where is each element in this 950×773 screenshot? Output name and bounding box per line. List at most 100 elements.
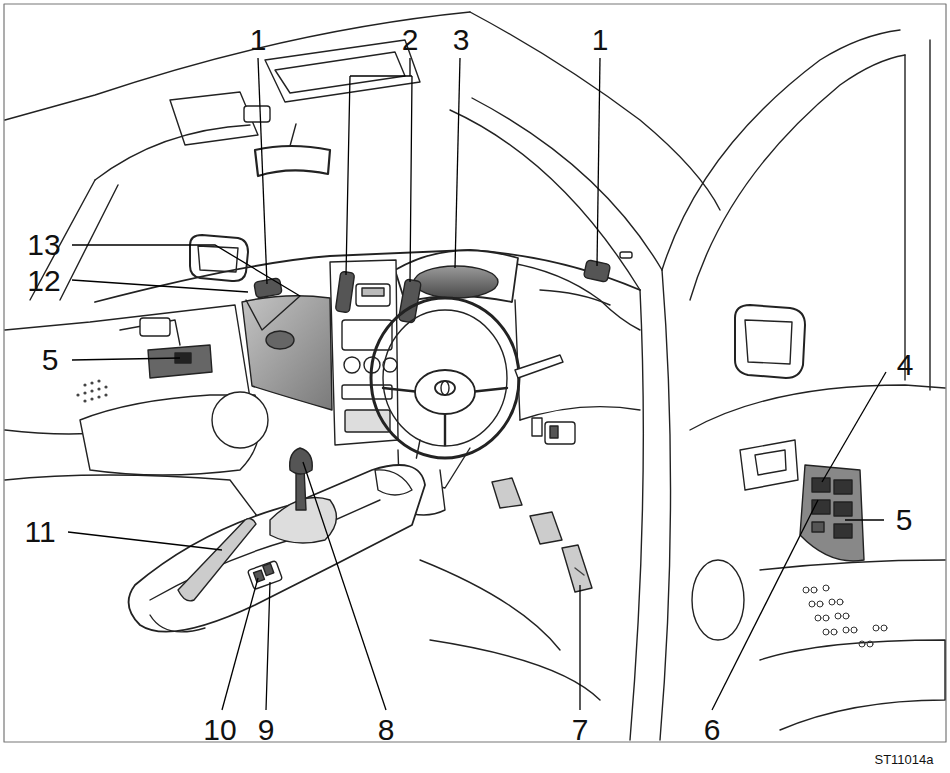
- dashboard-line: [540, 290, 610, 305]
- figure-code: ST11014a: [874, 753, 933, 766]
- callout-number: 2: [402, 25, 419, 55]
- seat-heater-switch: [247, 560, 282, 589]
- leader-line: [258, 58, 267, 284]
- cup-holder: [375, 470, 412, 495]
- leader-line: [822, 372, 886, 482]
- speaker: [692, 560, 744, 640]
- door-opening: [660, 270, 671, 740]
- callout-number: 3: [453, 25, 470, 55]
- pedal: [492, 478, 522, 508]
- airbag-seam: [246, 296, 300, 330]
- window-lock-switch: [812, 522, 824, 532]
- pedal: [562, 545, 592, 592]
- speaker: [212, 392, 268, 448]
- pedal: [530, 512, 562, 544]
- climate-dial: [344, 357, 360, 373]
- air-vent: [254, 278, 282, 298]
- steering-wheel: [371, 298, 519, 458]
- callout-number: 1: [250, 25, 267, 55]
- window-switch: [834, 502, 852, 516]
- leader-line: [303, 462, 386, 710]
- speaker-grille: [803, 585, 887, 647]
- window-switch: [148, 345, 212, 378]
- door-handle-recess: [755, 450, 786, 475]
- door-frame: [662, 30, 900, 270]
- leader-line: [68, 532, 222, 550]
- mirror-stem: [290, 124, 296, 146]
- dashboard-line: [505, 262, 640, 330]
- power-window-panel: [800, 465, 864, 561]
- door-armrest: [760, 560, 945, 570]
- figure-frame: [4, 4, 946, 742]
- center-console: [129, 465, 425, 632]
- dash-sensor: [620, 252, 632, 258]
- callout-number: 1: [592, 25, 609, 55]
- callout-number: 13: [27, 230, 60, 260]
- leader-line: [72, 245, 300, 296]
- leader-line: [712, 500, 818, 710]
- switch-button: [254, 570, 265, 582]
- door-frame: [904, 55, 905, 380]
- window-switch: [834, 524, 852, 538]
- inner-door-handle: [140, 318, 170, 336]
- roof-edge: [470, 12, 720, 210]
- door-sill: [5, 475, 260, 520]
- windshield-edge: [95, 125, 250, 180]
- rear-view-mirror: [255, 146, 330, 176]
- side-mirror: [190, 235, 248, 281]
- glove-box-handle: [266, 331, 294, 349]
- leader-line: [579, 585, 580, 710]
- steering-wheel-inner: [383, 310, 507, 446]
- floor-line: [420, 560, 560, 650]
- switch-button: [263, 563, 274, 575]
- leader-line: [72, 358, 180, 360]
- door-frame: [690, 55, 905, 300]
- maker-emblem: [435, 381, 455, 395]
- mirror-glass: [198, 246, 238, 272]
- window-switch: [834, 480, 852, 494]
- door-frame: [929, 40, 930, 390]
- floor-line: [430, 640, 600, 700]
- mirror-switch: [545, 422, 575, 444]
- sun-visor-panel: [275, 52, 405, 93]
- a-pillar: [472, 98, 662, 270]
- bracket-leader: [346, 58, 412, 282]
- callout-number: 8: [378, 715, 395, 745]
- leader-line: [72, 280, 248, 292]
- callout-number: 5: [896, 505, 913, 535]
- meter-cluster: [414, 266, 498, 298]
- console-edge: [150, 615, 205, 632]
- door-pocket: [760, 640, 945, 730]
- leader-line: [266, 582, 270, 710]
- audio-display: [362, 288, 384, 296]
- inner-door-handle: [740, 440, 798, 490]
- side-mirror: [735, 305, 805, 378]
- callout-number: 12: [27, 266, 60, 296]
- window-switch: [812, 478, 830, 492]
- callout-number: 10: [203, 715, 236, 745]
- sun-visor: [265, 40, 420, 102]
- audio-unit: [356, 284, 390, 306]
- leader-line: [845, 519, 884, 520]
- audio-panel: [342, 320, 392, 350]
- mirror-glass: [745, 320, 792, 364]
- leader-line: [222, 578, 258, 710]
- console-edge: [150, 500, 380, 600]
- maker-emblem: [441, 381, 449, 395]
- hood-release: [575, 568, 584, 575]
- passenger-airbag-panel: [242, 296, 332, 410]
- map-light: [244, 106, 270, 122]
- air-vent: [335, 271, 354, 313]
- callout-number: 7: [572, 715, 589, 745]
- leader-line: [597, 58, 600, 266]
- callout-number: 4: [897, 350, 914, 380]
- door-panel-edge: [690, 385, 945, 430]
- leader-lines: [68, 58, 886, 710]
- dash-switch: [532, 418, 542, 436]
- mirror-switch-button: [550, 426, 558, 438]
- speaker-grille: [76, 379, 107, 402]
- door-opening: [630, 290, 643, 740]
